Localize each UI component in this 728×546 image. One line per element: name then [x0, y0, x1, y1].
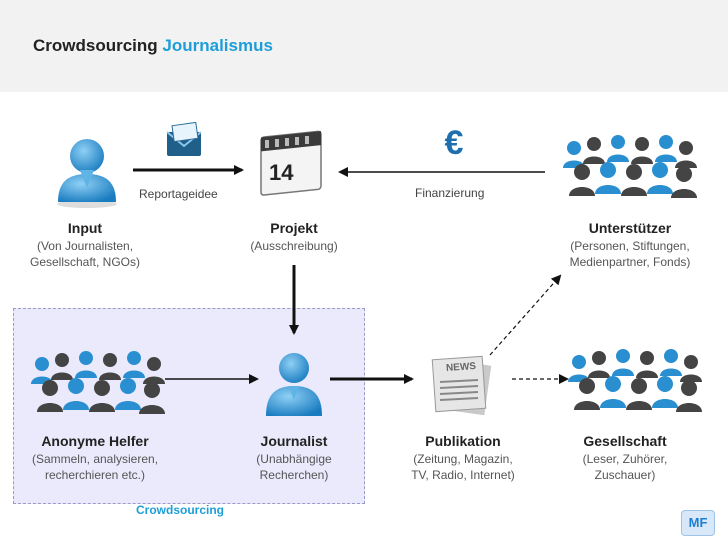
node-input-sub-line1: (Von Journalisten,: [36, 239, 134, 253]
title-prefix: Crowdsourcing: [33, 36, 158, 55]
node-gesellschaft-sub: (Leser, Zuhörer, Zuschauer): [555, 451, 695, 483]
journalist-person-icon: [266, 353, 322, 416]
helpers-crowd-icon: [31, 351, 165, 414]
euro-icon: €: [445, 124, 464, 162]
node-publikation-sub-line1: (Zeitung, Magazin,: [413, 452, 513, 466]
header-bar: Crowdsourcing Journalismus: [0, 0, 728, 92]
node-gesellschaft-title: Gesellschaft: [583, 433, 667, 449]
node-input-title: Input: [67, 220, 103, 236]
node-helfer-sub: (Sammeln, analysieren, recherchieren etc…: [14, 451, 176, 483]
svg-text:€: €: [445, 124, 464, 162]
node-unterstuetzer-sub-line2: Medienpartner, Fonds): [569, 255, 691, 269]
node-journalist-sub-line1: (Unabhängige: [256, 452, 332, 466]
node-unterstuetzer-title: Unterstützer: [588, 220, 672, 236]
calendar-day: 14: [269, 160, 294, 185]
node-helfer-title: Anonyme Helfer: [41, 433, 149, 449]
node-journalist-title: Journalist: [260, 433, 328, 449]
input-person-icon: [57, 139, 117, 208]
node-gesellschaft-sub-line1: (Leser, Zuhörer,: [582, 452, 668, 466]
node-unterstuetzer-sub: (Personen, Stiftungen, Medienpartner, Fo…: [550, 238, 710, 270]
society-crowd-icon: [568, 349, 702, 412]
crowdsourcing-label: Crowdsourcing: [135, 503, 224, 517]
email-envelope-icon: [166, 122, 202, 156]
node-helfer-sub-line2: recherchieren etc.): [44, 468, 146, 482]
node-projekt-sub-line1: (Ausschreibung): [250, 239, 338, 253]
node-journalist-sub: (Unabhängige Recherchen): [234, 451, 354, 483]
node-projekt-title: Projekt: [270, 220, 318, 236]
newspaper-icon: NEWS: [424, 348, 496, 418]
author-badge: MF: [681, 510, 715, 536]
crowd-figures: [563, 135, 697, 198]
title-accent: Journalismus: [162, 36, 273, 55]
node-unterstuetzer-sub-line1: (Personen, Stiftungen,: [570, 239, 690, 253]
node-helfer-sub-line1: (Sammeln, analysieren,: [31, 452, 159, 466]
node-publikation-sub: (Zeitung, Magazin, TV, Radio, Internet): [393, 451, 533, 483]
arrow-publikation-unterstuetzer: [489, 274, 562, 356]
node-publikation-title: Publikation: [425, 433, 501, 449]
calendar-icon: 14: [255, 130, 327, 202]
page-title: Crowdsourcing Journalismus: [33, 36, 273, 56]
node-journalist-sub-line2: Recherchen): [259, 468, 329, 482]
node-publikation-sub-line2: TV, Radio, Internet): [411, 468, 515, 482]
node-gesellschaft-sub-line2: Zuschauer): [594, 468, 656, 482]
supporters-crowd-icon: [563, 135, 697, 198]
node-projekt-sub: (Ausschreibung): [228, 238, 360, 254]
edge-label-reportageidee: Reportageidee: [139, 187, 218, 201]
newspaper-label: NEWS: [445, 360, 477, 375]
node-input-sub-line2: Gesellschaft, NGOs): [29, 255, 141, 269]
node-input-sub: (Von Journalisten, Gesellschaft, NGOs): [10, 238, 160, 270]
edge-label-finanzierung: Finanzierung: [415, 186, 485, 200]
